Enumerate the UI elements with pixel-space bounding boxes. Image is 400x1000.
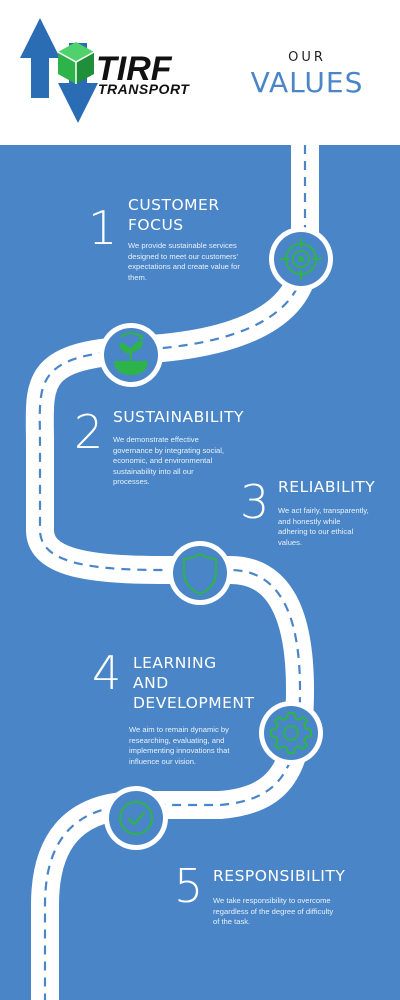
brand-name: TIRF xyxy=(96,50,172,88)
value-4-icon-circle xyxy=(259,701,323,765)
value-4-number: 4 xyxy=(92,646,122,700)
gear-icon xyxy=(270,712,312,754)
value-1-title-line-2: FOCUS xyxy=(128,216,184,234)
page-title: VALUES xyxy=(250,66,364,99)
seedling-icon xyxy=(114,332,148,375)
tirf-logo: TIRF TRANSPORT xyxy=(18,18,208,128)
value-4-desc-line-2: researching, evaluating, and xyxy=(129,735,225,745)
value-3-desc-line-3: adhering to our ethical xyxy=(278,527,354,536)
value-2-desc-line-3: economic, and environmental xyxy=(113,456,213,465)
value-5-desc-line-3: of the task. xyxy=(213,917,251,926)
value-3-desc-line-1: We act fairly, transparently, xyxy=(278,506,369,515)
value-5-desc-line-1: We take responsibility to overcome xyxy=(213,896,331,905)
value-2-desc-line-5: processes. xyxy=(113,477,150,486)
target-icon xyxy=(280,238,322,280)
checkmark-icon xyxy=(119,801,153,835)
value-3-number: 3 xyxy=(240,475,270,529)
value-2-number: 2 xyxy=(74,405,104,459)
value-4-desc-line-1: We aim to remain dynamic by xyxy=(129,725,229,734)
logo-arrows-icon xyxy=(20,18,98,123)
value-3-icon-circle xyxy=(168,541,232,605)
value-4-title-line-1: LEARNING xyxy=(133,654,217,672)
value-1-desc-line-3: expectations and create value for xyxy=(128,262,240,271)
value-5-icon-circle xyxy=(104,786,168,850)
value-1-desc-line-4: them. xyxy=(128,272,147,282)
value-3-title: RELIABILITY xyxy=(278,478,376,496)
value-4-desc-line-3: implementing innovations that xyxy=(129,746,230,755)
value-4-desc-line-4: influence our vision. xyxy=(129,756,197,766)
value-2-title: SUSTAINABILITY xyxy=(113,408,245,426)
value-1-title-line-1: CUSTOMER xyxy=(128,196,220,214)
value-4-title-line-3: DEVELOPMENT xyxy=(133,694,255,712)
value-5-number: 5 xyxy=(174,859,204,913)
value-4-title-line-2: AND xyxy=(133,674,169,692)
value-3-desc-line-4: values. xyxy=(278,537,303,547)
shield-icon xyxy=(183,552,217,596)
title-small: OUR xyxy=(288,50,326,65)
value-2-icon-circle xyxy=(99,323,163,387)
value-1-desc-line-2: designed to meet our customers' xyxy=(128,251,238,261)
values-section: 1 CUSTOMER FOCUS We provide sustainable … xyxy=(0,145,400,1000)
value-3-desc-line-2: and honestly while xyxy=(278,516,341,526)
value-2-desc-line-1: We demonstrate effective xyxy=(113,435,199,444)
value-1-icon-circle xyxy=(269,227,333,291)
value-2-desc-line-4: sustainability into all our xyxy=(113,466,194,476)
brand-subtitle: TRANSPORT xyxy=(98,81,190,97)
value-5-desc-line-2: regardless of the degree of difficulty xyxy=(213,906,334,916)
value-2-desc-line-2: governance by integrating social, xyxy=(113,445,225,455)
header: TIRF TRANSPORT OUR VALUES xyxy=(0,0,400,145)
value-1-desc-line-1: We provide sustainable services xyxy=(128,241,237,250)
value-5-title: RESPONSIBILITY xyxy=(213,867,346,885)
value-1-number: 1 xyxy=(88,201,118,255)
